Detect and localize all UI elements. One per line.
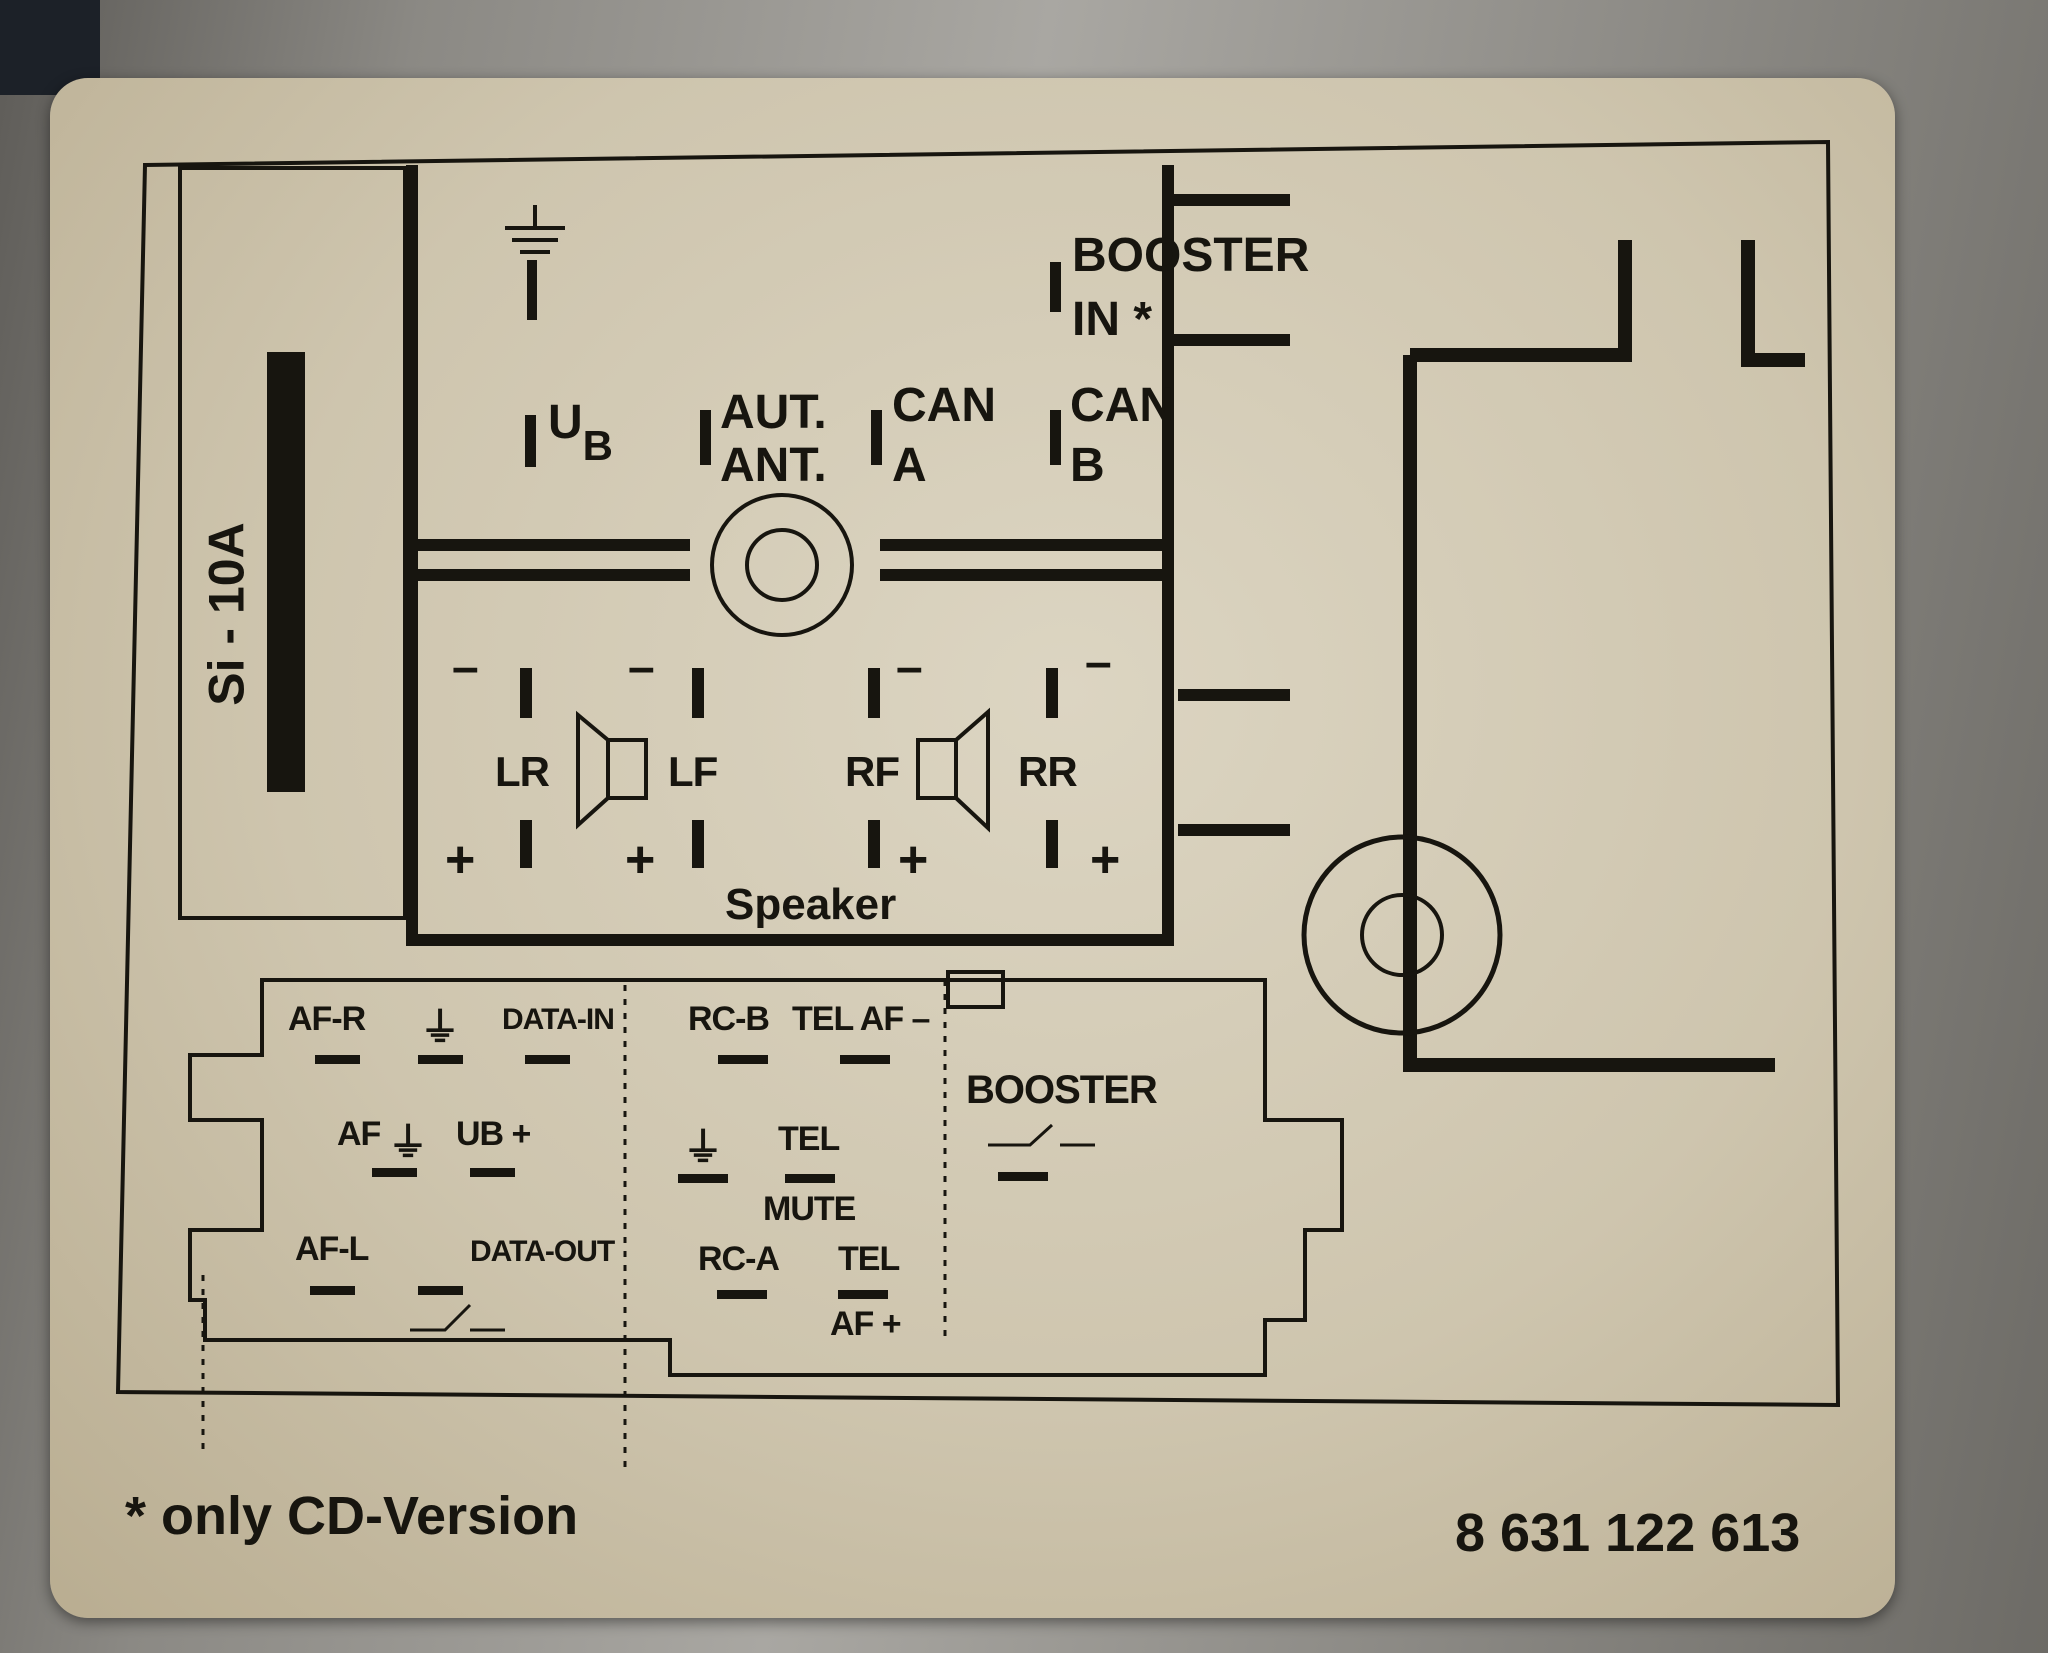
ground-icon	[505, 205, 565, 254]
label-tel-af-plus-1: TEL	[838, 1240, 900, 1278]
label-lf: LF	[668, 748, 718, 795]
minus-rr: –	[1085, 636, 1112, 689]
plus-rf: +	[898, 831, 929, 889]
switch-icon	[410, 1303, 505, 1332]
outer-frame	[115, 139, 1841, 1408]
label-booster-in-2: IN *	[1072, 293, 1153, 346]
label-data-out: DATA-OUT	[470, 1235, 615, 1268]
part-number: 8 631 122 613	[1455, 1503, 1801, 1563]
label-rr: RR	[1018, 748, 1078, 795]
label-ub-plus: UB +	[456, 1115, 531, 1153]
contact-pins	[310, 260, 1061, 1299]
plus-lr: +	[445, 831, 476, 889]
label-af-gnd: AF	[337, 1115, 381, 1153]
label-can-b-1: CAN	[1070, 379, 1174, 432]
right-block	[1403, 355, 1775, 1072]
label-data-in: DATA-IN	[502, 1003, 615, 1036]
minus-lf: –	[628, 641, 655, 694]
label-ub: UB	[548, 395, 613, 469]
label-ant: ANT.	[720, 439, 827, 492]
fuse-label: Si - 10A	[198, 522, 255, 706]
main-connector-outline	[406, 165, 1174, 946]
label-can-a-1: CAN	[892, 379, 996, 432]
wiring-label-sticker	[50, 78, 1895, 1618]
ground-symbol-tel: ⏚	[683, 1126, 723, 1170]
label-ub-sub: B	[582, 422, 614, 469]
label-lr: LR	[495, 748, 550, 795]
label-mute: MUTE	[763, 1190, 856, 1228]
label-rc-b: RC-B	[688, 1000, 770, 1038]
plus-lf: +	[625, 831, 656, 889]
label-rc-a: RC-A	[698, 1240, 780, 1278]
label-can-a-2: A	[892, 439, 927, 492]
label-tel-af-plus-2: AF +	[830, 1305, 902, 1343]
label-speaker: Speaker	[725, 880, 897, 929]
minus-rf: –	[896, 641, 923, 694]
label-aut: AUT.	[720, 386, 827, 439]
label-af-r: AF-R	[288, 1000, 366, 1038]
plus-rr: +	[1090, 831, 1121, 889]
fuse-bar	[267, 352, 305, 792]
label-tel-af-minus: TEL AF –	[792, 1000, 930, 1038]
footer-note: * only CD-Version	[125, 1486, 579, 1546]
antenna-socket-icon	[710, 493, 854, 637]
mounting-hole	[1301, 834, 1503, 1036]
label-booster-in-1: BOOSTER	[1072, 229, 1310, 282]
speaker-icon	[576, 710, 648, 830]
speaker-icon	[916, 707, 990, 833]
label-booster: BOOSTER	[966, 1068, 1158, 1112]
label-ub-main: U	[548, 396, 583, 449]
minus-lr: –	[452, 641, 479, 694]
ground-symbol-af: ⏚	[388, 1121, 428, 1165]
switch-icon	[988, 1123, 1095, 1147]
lower-connector-outline	[188, 978, 1344, 1377]
label-rf: RF	[845, 748, 900, 795]
label-tel: TEL	[778, 1120, 840, 1158]
ground-symbol-label: ⏚	[420, 1006, 460, 1050]
fuse-box	[178, 166, 407, 920]
label-can-b-2: B	[1070, 439, 1105, 492]
label-af-l: AF-L	[295, 1230, 369, 1268]
